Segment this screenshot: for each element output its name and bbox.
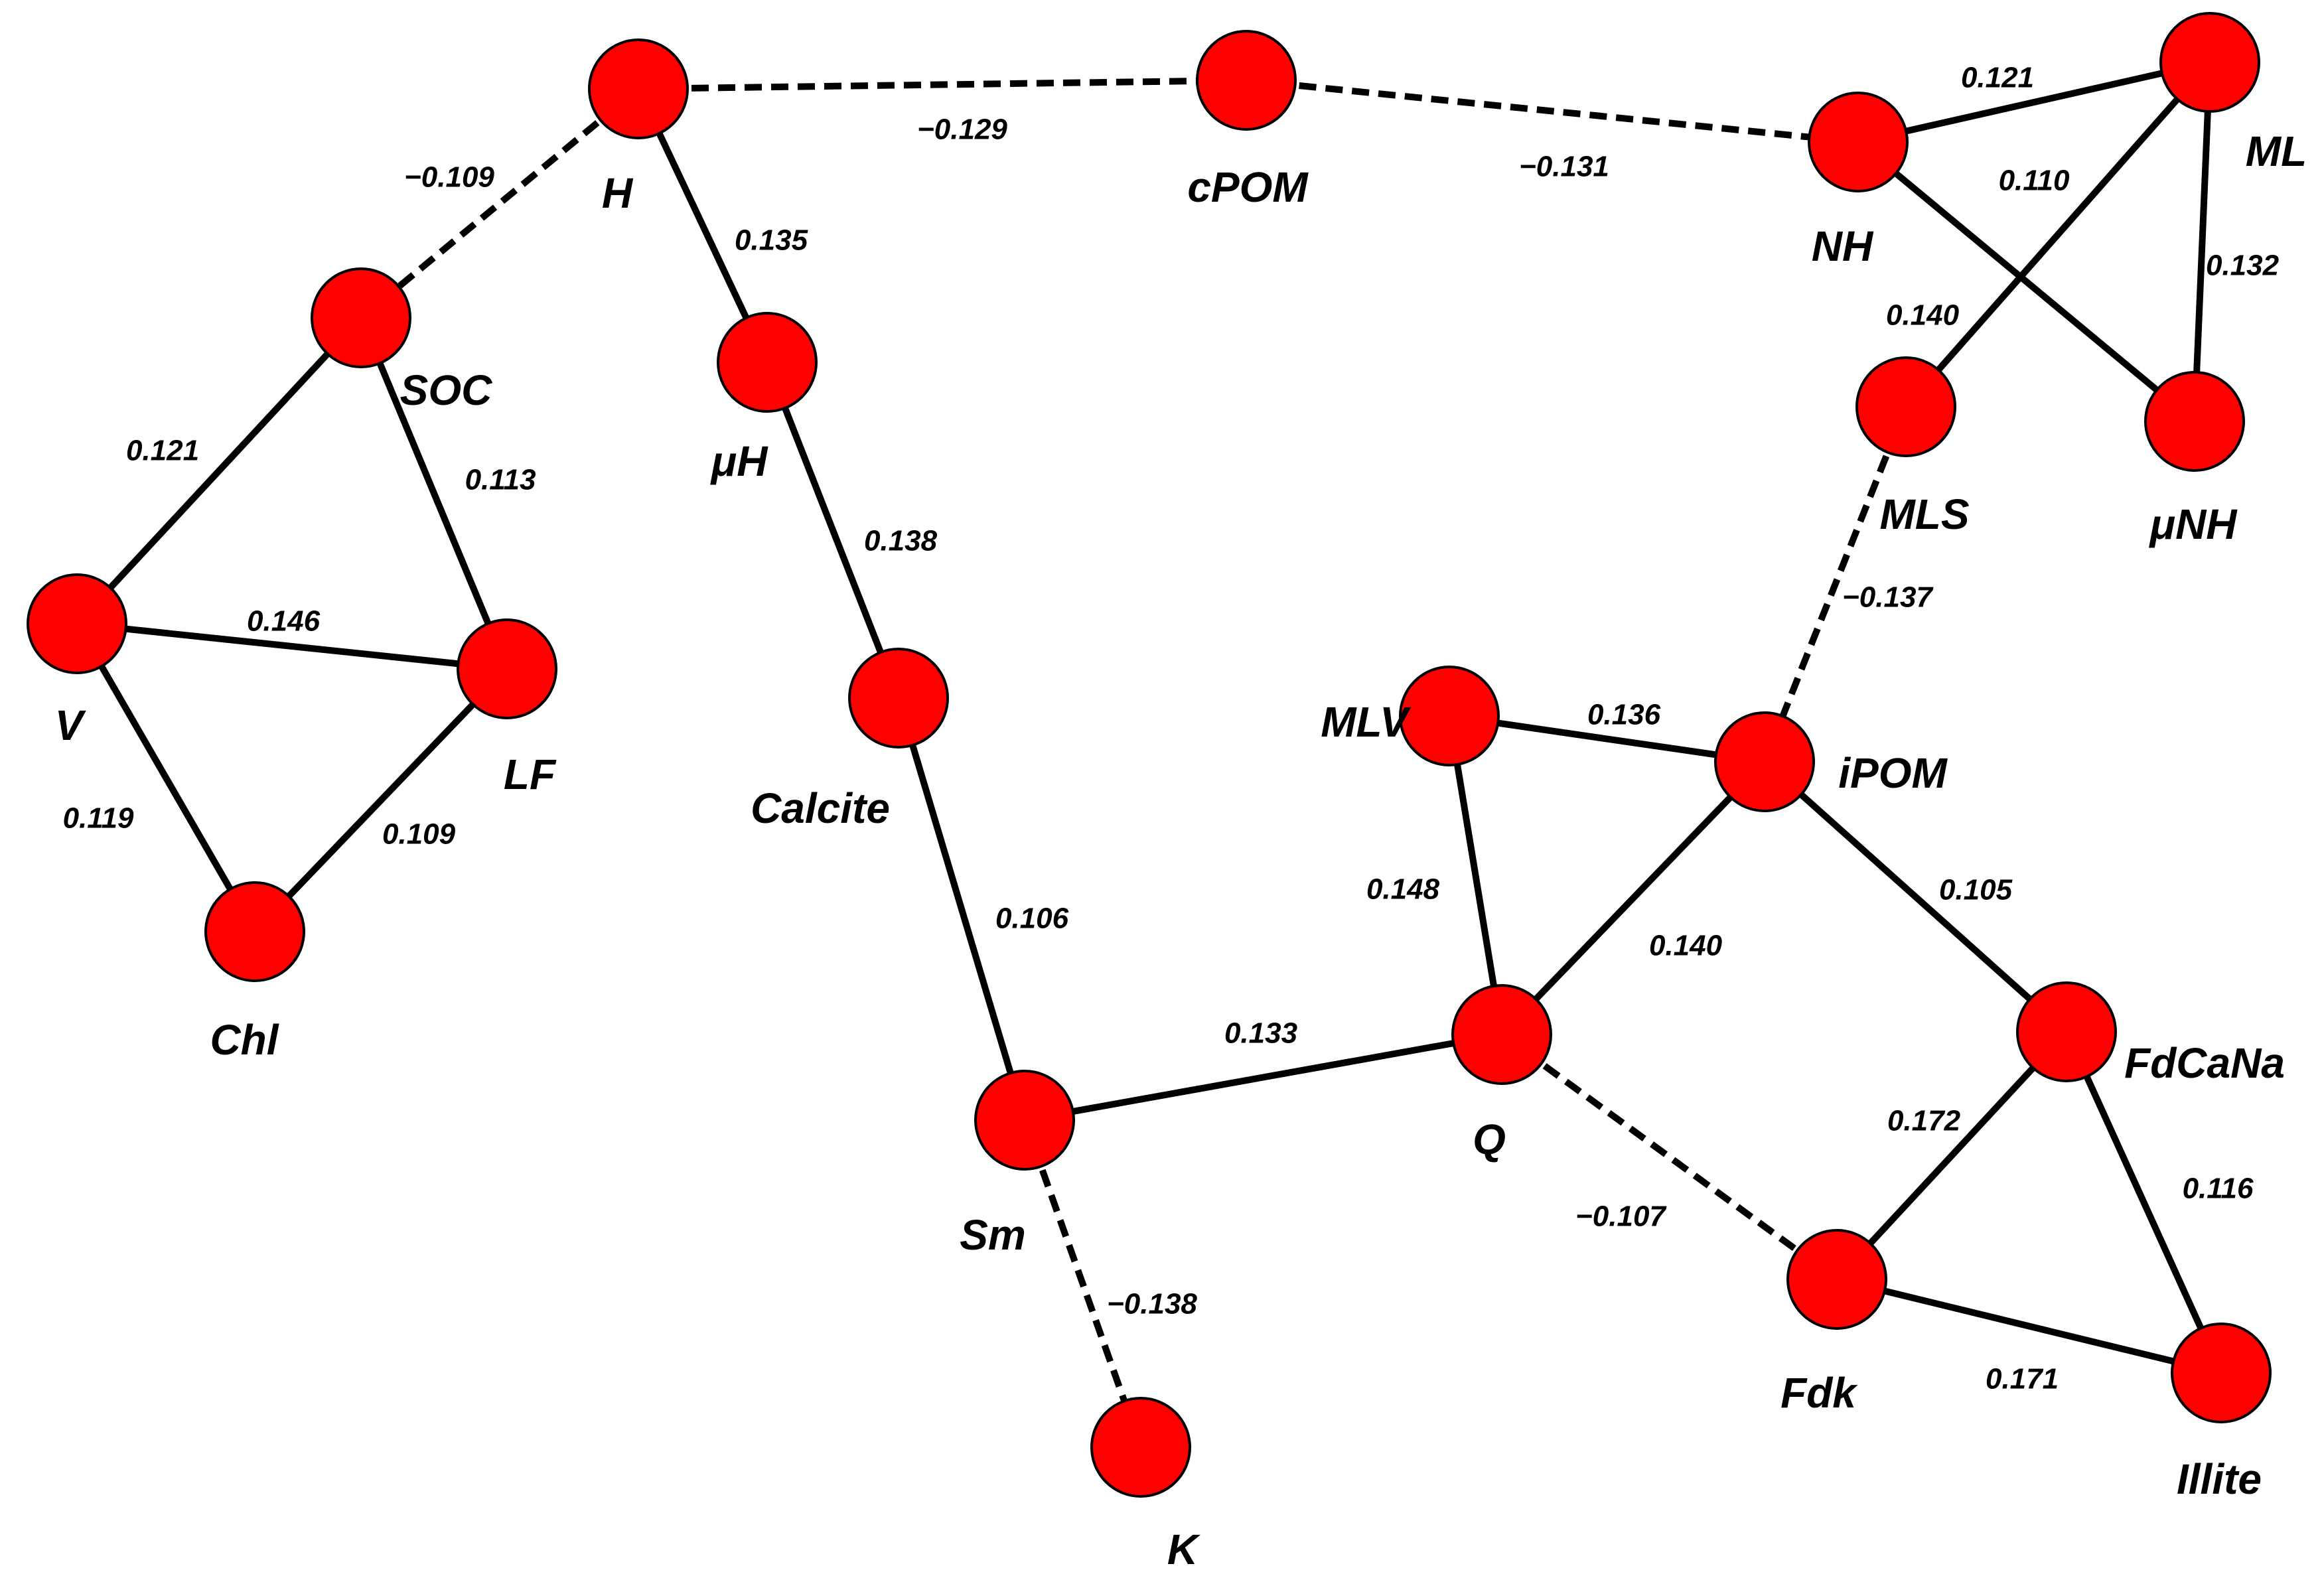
node-unh <box>2144 371 2245 472</box>
edge-weight-label: 0.148 <box>1366 873 1440 906</box>
edge-v-chl <box>74 622 258 934</box>
edge-ml-mls <box>1903 60 2213 409</box>
edge-weight-label: 0.121 <box>126 435 199 467</box>
edge-sm-k <box>1021 1119 1144 1449</box>
node-ml <box>2159 12 2260 113</box>
edge-cpom-nh <box>1246 77 1859 145</box>
node-illite <box>2171 1323 2272 1423</box>
node-v <box>27 573 127 674</box>
node-uh <box>717 312 818 413</box>
edge-weight-label: 0.135 <box>735 224 808 257</box>
edge-mlv-ipom <box>1449 713 1765 765</box>
node-sm <box>974 1070 1075 1171</box>
edge-weight-label: 0.146 <box>247 605 321 638</box>
edge-mls-ipom <box>1761 405 1909 763</box>
edge-soc-lf <box>358 317 510 670</box>
node-chl <box>204 881 305 982</box>
edge-weight-label: 0.121 <box>1961 62 2034 94</box>
edge-weight-label: −0.138 <box>1107 1288 1197 1321</box>
edge-h-cpom <box>638 77 1247 92</box>
edge-weight-label: 0.110 <box>1999 165 2070 197</box>
edge-v-lf <box>76 620 508 672</box>
edge-weight-label: 0.105 <box>1939 874 2013 906</box>
edge-sm-q <box>1024 1031 1502 1123</box>
node-label-mlv: MLV <box>1321 698 1412 746</box>
node-label-mls: MLS <box>1879 490 1969 538</box>
edge-weight-label: 0.136 <box>1587 699 1661 731</box>
edge-weight-label: −0.131 <box>1519 151 1609 183</box>
edge-weight-label: 0.119 <box>63 802 134 835</box>
edge-mlv-q <box>1446 715 1505 1035</box>
node-label-lf: LF <box>504 751 557 798</box>
node-k <box>1090 1397 1191 1498</box>
edge-weight-label: −0.137 <box>1842 581 1934 614</box>
edge-weight-label: 0.140 <box>1649 930 1723 962</box>
node-nh <box>1808 92 1909 192</box>
edge-weight-label: −0.107 <box>1575 1200 1667 1233</box>
edge-uh-calcite <box>764 361 902 699</box>
node-label-v: V <box>55 701 87 749</box>
edge-weight-label: 0.113 <box>465 464 536 496</box>
node-label-h: H <box>602 169 634 217</box>
edge-weight-label: 0.138 <box>864 525 938 557</box>
node-label-soc: SOC <box>400 366 492 414</box>
node-label-nh: NH <box>1812 222 1874 270</box>
edge-ml-unh <box>2191 62 2213 422</box>
edge-ipom-q <box>1499 759 1767 1037</box>
edge-weight-label: 0.109 <box>382 818 456 851</box>
edge-calcite-sm <box>895 697 1028 1121</box>
edge-soc-v <box>74 315 364 626</box>
node-label-k: K <box>1167 1526 1201 1573</box>
node-q <box>1451 984 1552 1085</box>
edge-weight-label: 0.132 <box>2206 250 2280 282</box>
edge-weight-label: 0.171 <box>1986 1363 2059 1396</box>
edge-weight-label: −0.129 <box>917 113 1007 146</box>
node-cpom <box>1196 30 1297 131</box>
node-label-cpom: cPOM <box>1187 163 1309 211</box>
edge-lf-chl <box>252 666 510 934</box>
node-label-calcite: Calcite <box>751 784 890 832</box>
edge-weight-label: 0.140 <box>1886 299 1960 332</box>
node-label-ml: ML <box>2246 127 2307 175</box>
edge-nh-ml <box>1857 59 2211 145</box>
node-label-sm: Sm <box>960 1211 1026 1259</box>
node-fdcana <box>2016 981 2117 1082</box>
edge-weight-label: 0.106 <box>995 902 1069 935</box>
edge-weight-label: 0.133 <box>1224 1017 1297 1050</box>
edge-nh-unh <box>1855 139 2197 424</box>
node-label-q: Q <box>1473 1115 1506 1163</box>
edge-ipom-fdcana <box>1762 759 2069 1035</box>
node-label-ipom: iPOM <box>1838 749 1948 797</box>
node-label-fdcana: FdCaNa <box>2124 1039 2285 1087</box>
edge-fdk-illite <box>1836 1276 2222 1376</box>
edge-fdcana-fdk <box>1834 1029 2069 1282</box>
node-mls <box>1855 356 1956 457</box>
node-mlv <box>1399 666 1500 766</box>
edge-weight-label: −0.109 <box>404 161 494 194</box>
node-label-chl: Chl <box>210 1016 279 1064</box>
node-h <box>588 38 689 139</box>
node-lf <box>457 618 557 719</box>
edge-weight-label: 0.116 <box>2183 1173 2254 1205</box>
node-calcite <box>848 648 949 749</box>
node-label-uh: μH <box>710 437 769 485</box>
edge-h-soc <box>358 86 641 321</box>
edge-weight-label: 0.172 <box>1887 1105 1961 1137</box>
node-label-illite: Illite <box>2177 1455 2262 1503</box>
node-soc <box>311 267 411 368</box>
node-label-unh: μNH <box>2148 500 2238 548</box>
edge-q-fdk <box>1500 1031 1839 1283</box>
node-label-fdk: Fdk <box>1780 1369 1858 1417</box>
node-fdk <box>1786 1229 1887 1330</box>
node-ipom <box>1714 711 1815 812</box>
edge-fdcana-illite <box>2063 1030 2224 1375</box>
